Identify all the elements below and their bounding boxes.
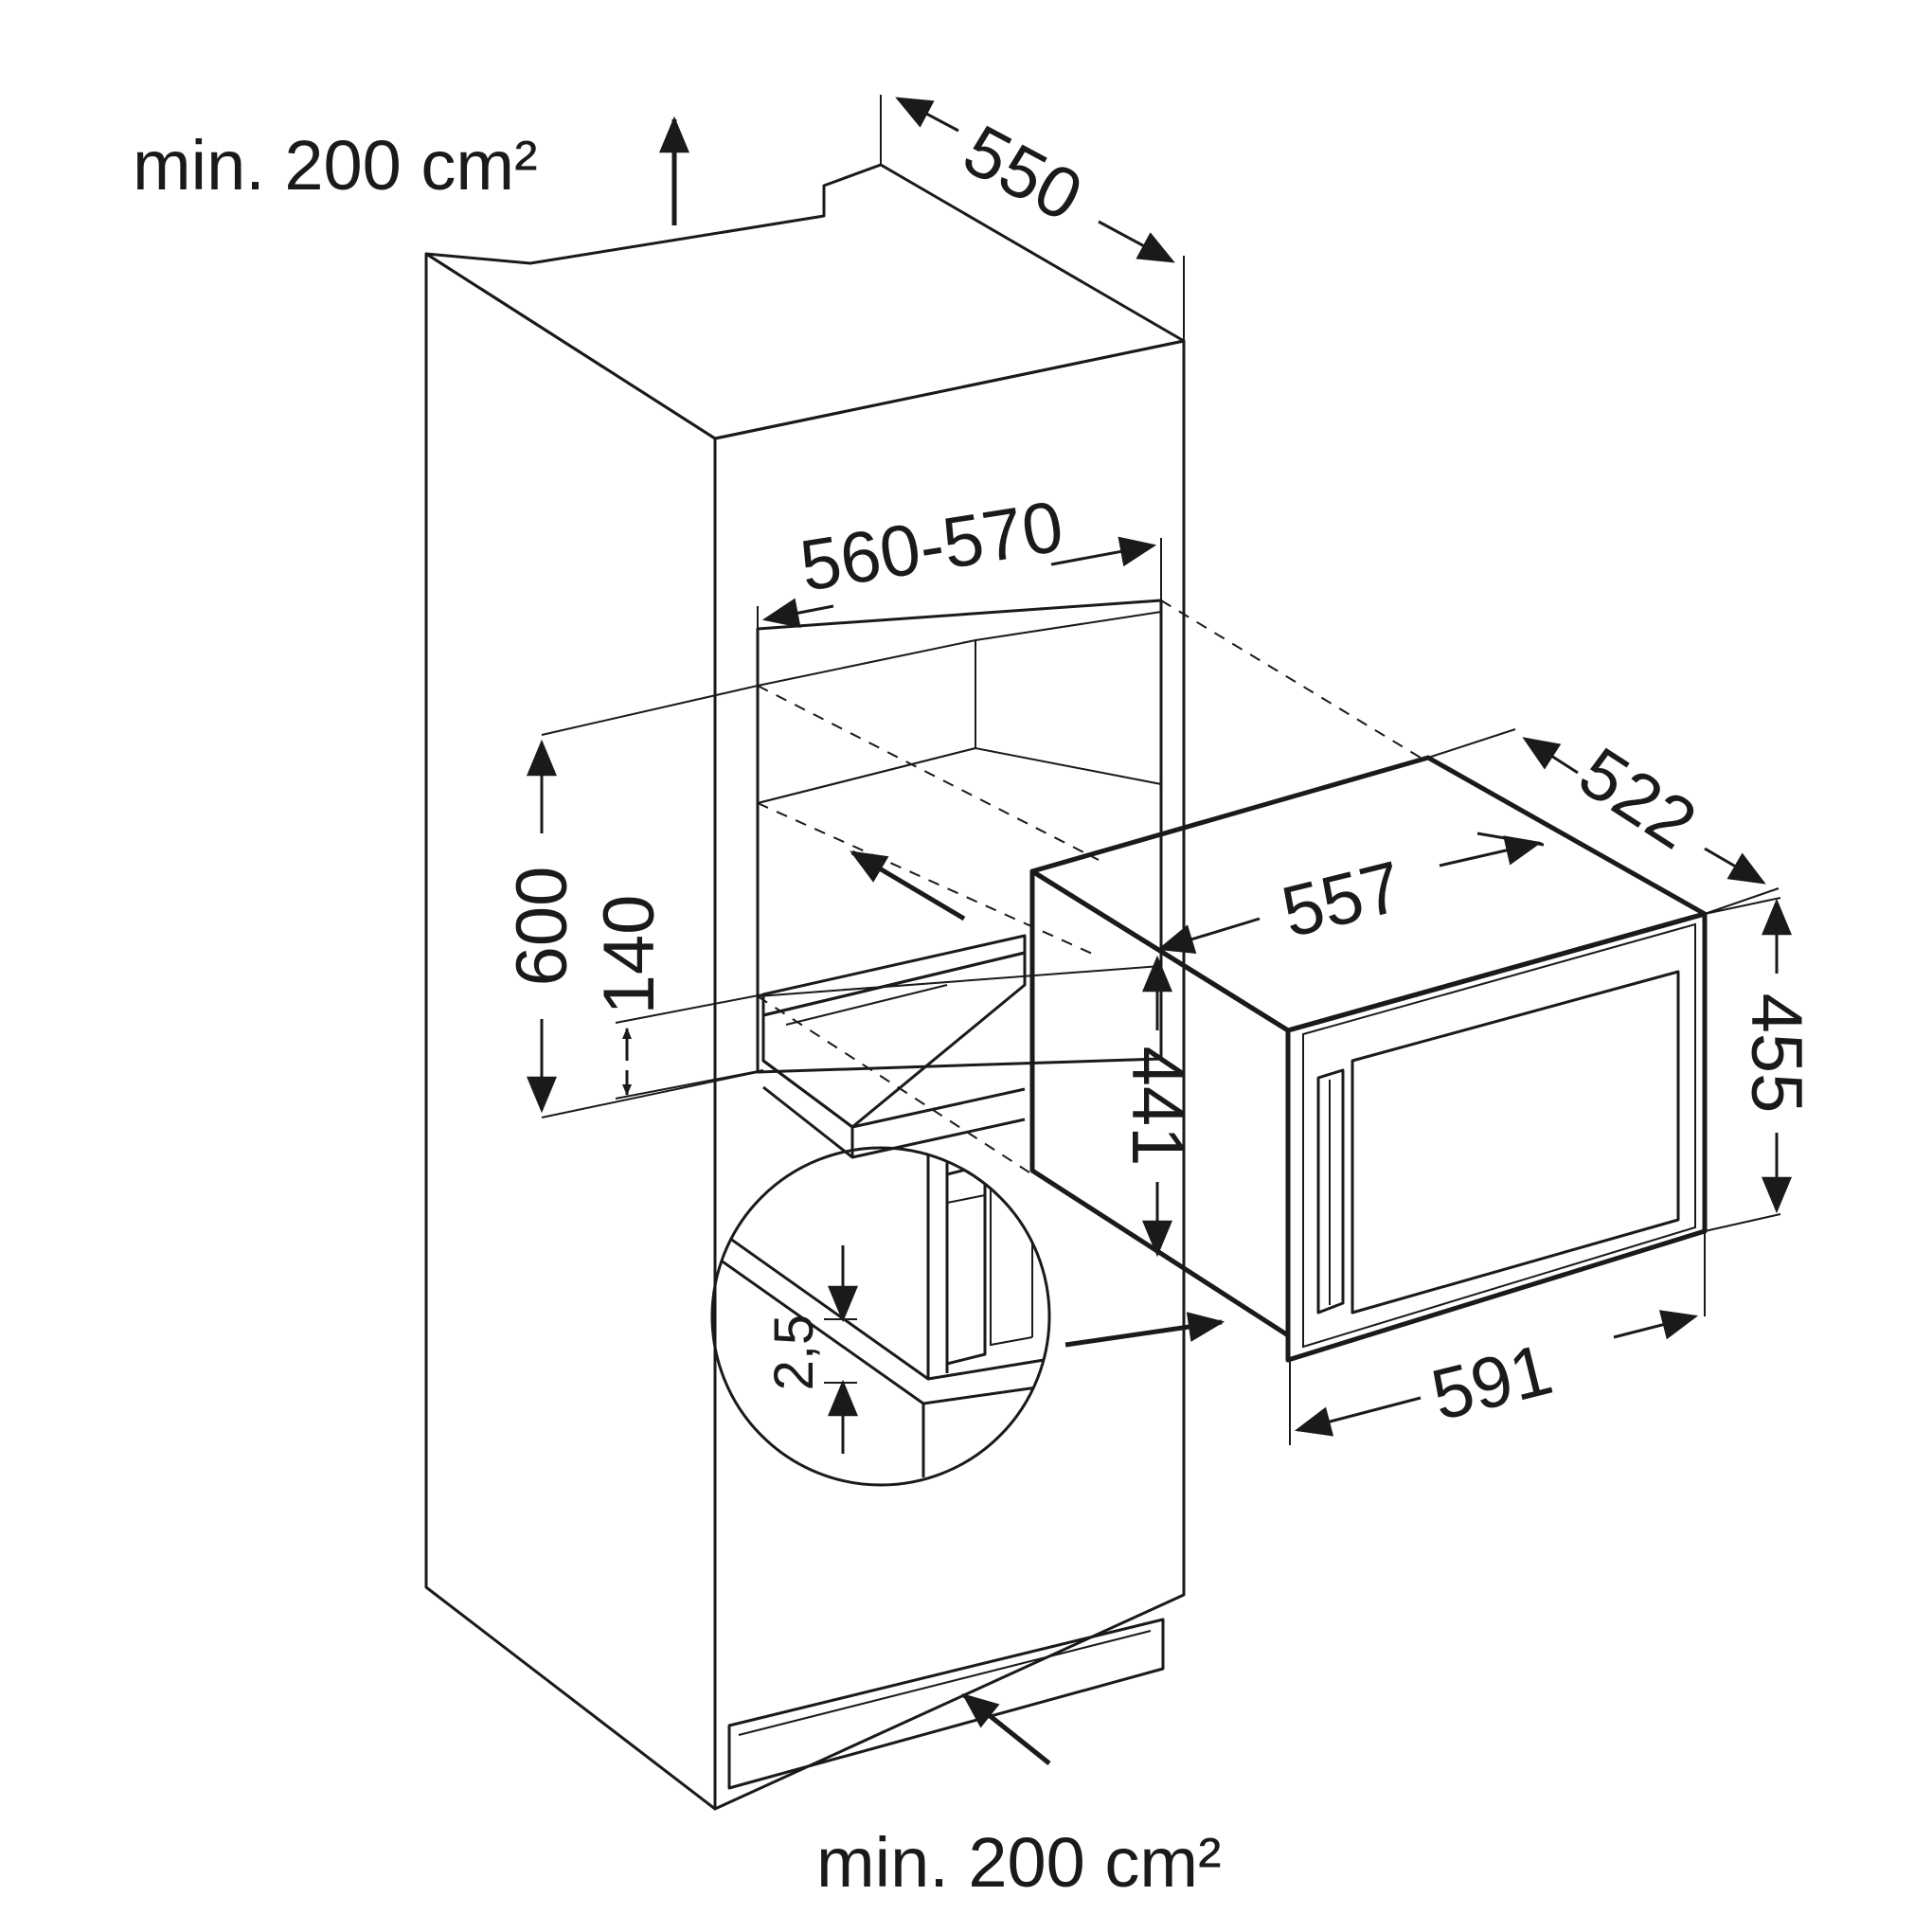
dim-plinth-height: 140 <box>589 895 670 1015</box>
gap-detail <box>710 1146 1225 1487</box>
door-handle <box>1316 1068 1345 1315</box>
door-glass <box>1351 970 1680 1315</box>
dim-appliance-height: 441 <box>1117 1046 1197 1167</box>
dim-appliance-width: 557 <box>1275 846 1411 953</box>
dim-niche-height: 600 <box>502 867 582 987</box>
cabinet <box>424 163 1186 1811</box>
cabinet-side <box>424 252 717 1811</box>
dim-gap: 2,5 <box>763 1315 825 1391</box>
plinth-vent-opening <box>727 1618 1165 1790</box>
dim-niche-width: 560-570 <box>795 486 1068 607</box>
detail-pointer-arrow <box>1064 1312 1225 1348</box>
detail-circle <box>710 1146 1051 1487</box>
dim-door-width: 591 <box>1424 1329 1561 1436</box>
dim-door-height: 455 <box>1736 993 1816 1114</box>
dimension-lines <box>527 95 1792 1445</box>
bottom-vent-label: min. 200 cm² <box>816 1823 1222 1902</box>
projection-lines <box>757 599 1422 1175</box>
top-vent-label: min. 200 cm² <box>133 126 538 205</box>
bottom-vent-arrow <box>961 1693 1051 1765</box>
insert-arrow <box>850 850 966 921</box>
